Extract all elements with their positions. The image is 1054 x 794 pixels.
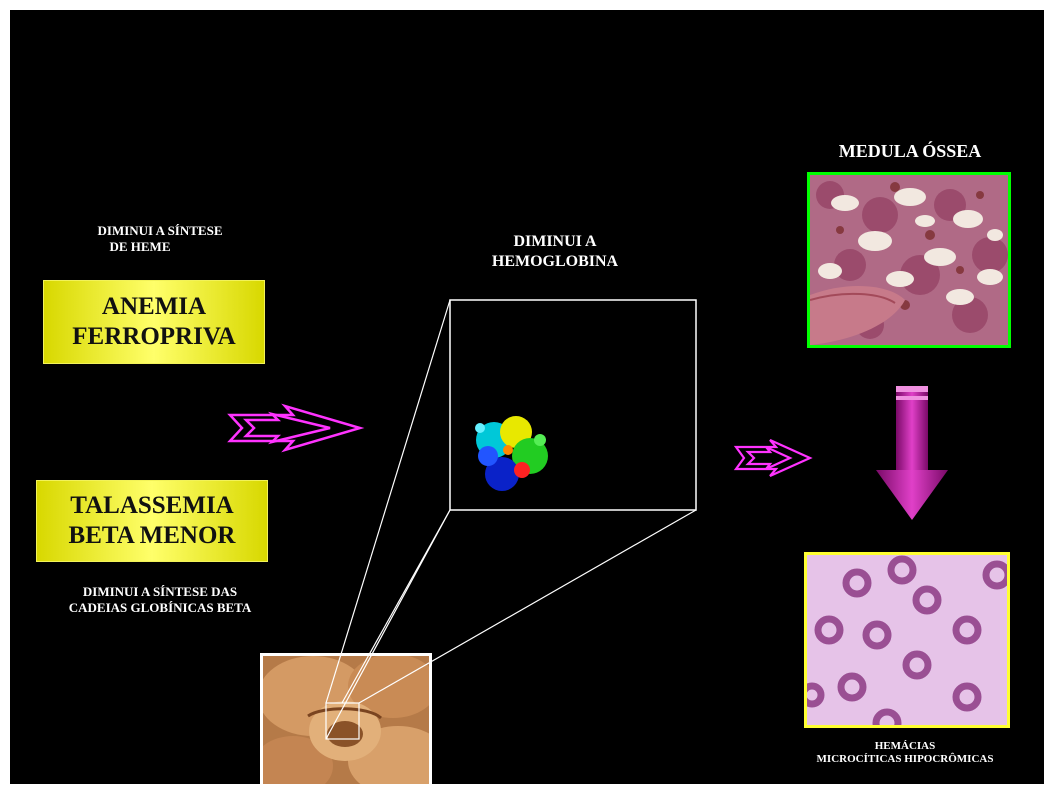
magenta-arrow-left-icon bbox=[230, 406, 360, 450]
slide: DIMINUI A SÍNTESE DE HEME ANEMIA FERROPR… bbox=[10, 10, 1044, 784]
diagram-overlay bbox=[10, 10, 1044, 784]
hemoglobin-molecule-icon bbox=[475, 416, 548, 491]
zoom-connector-lines bbox=[326, 300, 696, 739]
magenta-arrow-down-icon bbox=[876, 386, 948, 520]
magenta-arrow-right-icon bbox=[736, 440, 810, 476]
